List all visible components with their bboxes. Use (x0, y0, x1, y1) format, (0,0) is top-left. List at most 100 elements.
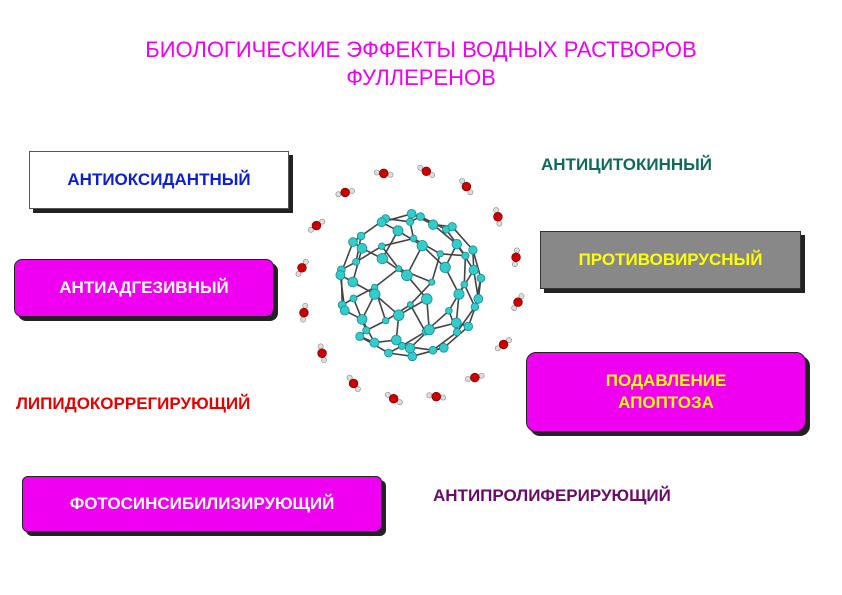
fullerene-bond (353, 286, 376, 300)
hydrogen-atom (295, 270, 302, 277)
antiviral-box: ПРОТИВОВИРУСНЫЙ (540, 231, 801, 289)
oxygen-atom (470, 372, 480, 383)
hydrogen-atom (511, 261, 518, 268)
antiproliferative-label: АНТИПРОЛИФЕРИРУЮЩИЙ (433, 486, 671, 505)
water-molecule (335, 187, 355, 198)
hydrogen-atom (426, 392, 433, 399)
apoptosis-suppression-box: ПОДАВЛЕНИЕ АПОПТОЗА (526, 352, 806, 432)
hydrogen-atom (317, 343, 324, 350)
carbon-atom (423, 324, 435, 336)
carbon-atom (451, 238, 463, 250)
fullerene-bond (443, 325, 469, 349)
carbon-atom (428, 219, 439, 230)
oxygen-atom (388, 394, 399, 404)
water-molecule (308, 218, 326, 233)
hydrogen-atom (440, 394, 447, 401)
carbon-atom (378, 242, 386, 250)
fullerene-bond (451, 226, 474, 251)
hydrogen-atom (511, 305, 518, 311)
hydrogen-atom (373, 169, 380, 176)
hydrogen-atom (514, 247, 520, 254)
carbon-atom (355, 331, 365, 341)
carbon-atom (409, 234, 418, 243)
carbon-atom (339, 305, 350, 316)
carbon-atom (473, 293, 484, 304)
carbon-atom (406, 301, 414, 309)
hydrogen-atom (496, 220, 503, 227)
oxygen-atom (379, 168, 389, 179)
hydrogen-atom (494, 345, 501, 352)
fullerene-bond (456, 306, 476, 333)
carbon-atom (460, 280, 469, 289)
fullerene-bond (431, 253, 441, 283)
carbon-atom (382, 317, 390, 325)
carbon-atom (335, 270, 346, 280)
carbon-atom (369, 288, 381, 300)
carbon-atom (428, 278, 436, 286)
hydrogen-atom (300, 316, 306, 323)
fullerene-bond (440, 253, 466, 257)
carbon-atom (369, 337, 380, 348)
antioxidant-label: АНТИОКСИДАНТНЫЙ (67, 170, 251, 189)
oxygen-atom (311, 220, 322, 231)
carbon-atom (362, 326, 371, 335)
hydrogen-atom (302, 302, 309, 309)
hydrogen-atom (349, 188, 355, 194)
antioxidant-box: АНТИОКСИДАНТНЫЙ (29, 151, 289, 209)
anticytokine-label: АНТИЦИТОКИННЫЙ (541, 155, 712, 174)
hydrogen-atom (346, 374, 353, 381)
fullerene-bond (401, 331, 426, 347)
hydrogen-atom (302, 259, 309, 265)
water-molecule (426, 391, 447, 402)
title-line-1: БИОЛОГИЧЕСКИЕ ЭФФЕКТЫ ВОДНЫХ РАСТВОРОВ (145, 37, 697, 62)
carbon-atom (356, 314, 368, 325)
hydrogen-atom (321, 357, 327, 363)
carbon-atom (421, 293, 433, 305)
carbon-atom (445, 307, 453, 315)
hydrogen-atom (354, 386, 361, 392)
oxygen-atom (299, 307, 309, 318)
carbon-atom (349, 294, 358, 303)
carbon-atom (347, 276, 359, 288)
hydrogen-atom (319, 218, 326, 225)
fullerene-bond (409, 281, 433, 306)
fullerene-bond (472, 249, 482, 279)
hydrogen-atom (506, 337, 512, 344)
water-molecule (417, 164, 436, 179)
carbon-atom (406, 208, 417, 219)
water-molecule (494, 337, 512, 352)
carbon-atom (392, 225, 404, 237)
oxygen-atom (511, 252, 521, 263)
oxygen-atom (297, 263, 307, 273)
fullerene-bond (463, 255, 467, 285)
water-molecule (459, 178, 474, 196)
antiviral-label: ПРОТИВОВИРУСНЫЙ (578, 250, 763, 269)
hydrogen-atom (396, 399, 403, 406)
fullerene-bond (355, 245, 383, 263)
oxygen-atom (348, 378, 359, 389)
carbon-atom (392, 309, 405, 321)
carbon-atom (395, 265, 403, 272)
carbon-atom (406, 217, 415, 226)
carbon-atom (452, 328, 462, 337)
oxygen-atom (317, 348, 327, 358)
carbon-atom (356, 243, 368, 254)
carbon-atom (384, 348, 393, 358)
water-molecule (511, 247, 521, 268)
hydrogen-atom (493, 207, 499, 213)
fullerene-bond (352, 298, 368, 331)
fullerene-atoms (335, 208, 486, 362)
carbon-atom (348, 237, 358, 247)
hydrogen-atom (335, 191, 342, 198)
carbon-atom (461, 251, 470, 260)
oxygen-atom (431, 391, 441, 402)
oxygen-atom (461, 181, 472, 192)
fullerene-bond (374, 267, 400, 288)
page-title: БИОЛОГИЧЕСКИЕ ЭФФЕКТЫ ВОДНЫХ РАСТВОРОВ Ф… (0, 36, 842, 92)
water-molecule (465, 372, 485, 383)
water-molecule (346, 374, 361, 392)
carbon-atom (416, 212, 425, 221)
water-molecule (317, 343, 327, 363)
oxygen-atom (493, 212, 503, 222)
title-line-2: ФУЛЛЕРЕНОВ (346, 65, 496, 90)
